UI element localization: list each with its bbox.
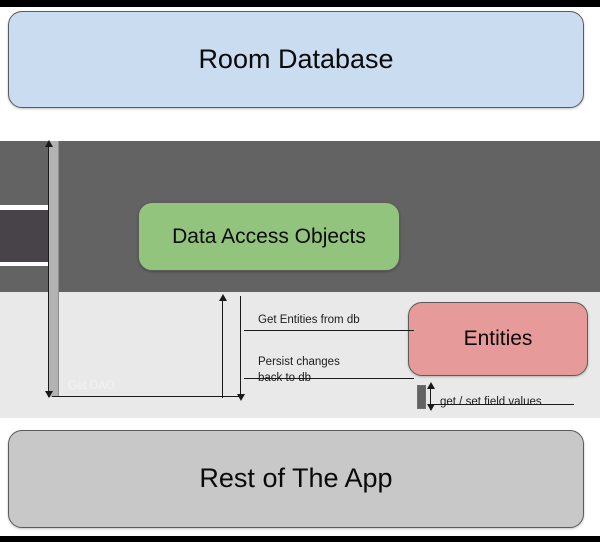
node-data-access-objects-label: Data Access Objects (172, 224, 366, 248)
node-rest-of-the-app-label: Rest of The App (199, 463, 393, 494)
message-label-persist-changes: Persist changes (258, 356, 340, 368)
node-rest-of-the-app[interactable]: Rest of The App (8, 430, 584, 528)
lifeline-room-database-top-arrow (45, 140, 53, 147)
lifeline-entities (430, 384, 431, 410)
lifeline-room-database (48, 141, 49, 397)
lifeline-dao-call-bottom-arrow (237, 394, 245, 401)
lifeline-dao-call (240, 296, 241, 398)
top-trim-bar (0, 0, 600, 7)
node-entities-label: Entities (463, 327, 533, 351)
message-label-get-set-field-values: get / set field values (440, 396, 542, 408)
message-label-get-dao: Get DAO (68, 380, 115, 392)
node-data-access-objects[interactable]: Data Access Objects (138, 202, 400, 271)
message-label-persist-changes-line2: back to db (258, 372, 312, 384)
node-entities[interactable]: Entities (408, 302, 588, 376)
message-label-get-entities: Get Entities from db (258, 314, 360, 326)
message-line-persist-changes (244, 378, 414, 379)
message-line-get-dao (52, 396, 240, 397)
lifeline-entities-bottom-arrow (427, 404, 435, 411)
overlay-activation-column (49, 141, 59, 397)
activation-bar-entities (417, 385, 426, 409)
node-room-database-label: Room Database (198, 43, 394, 74)
node-room-database[interactable]: Room Database (8, 11, 584, 108)
lifeline-dao-return-top-arrow (219, 294, 227, 301)
message-line-get-entities (244, 330, 414, 331)
lifeline-entities-top-arrow (427, 382, 435, 389)
message-line-get-set-field-values (434, 404, 574, 405)
bottom-trim-bar (0, 536, 600, 542)
lifeline-room-database-bottom-arrow (45, 391, 53, 398)
lifeline-dao-return (222, 296, 223, 398)
